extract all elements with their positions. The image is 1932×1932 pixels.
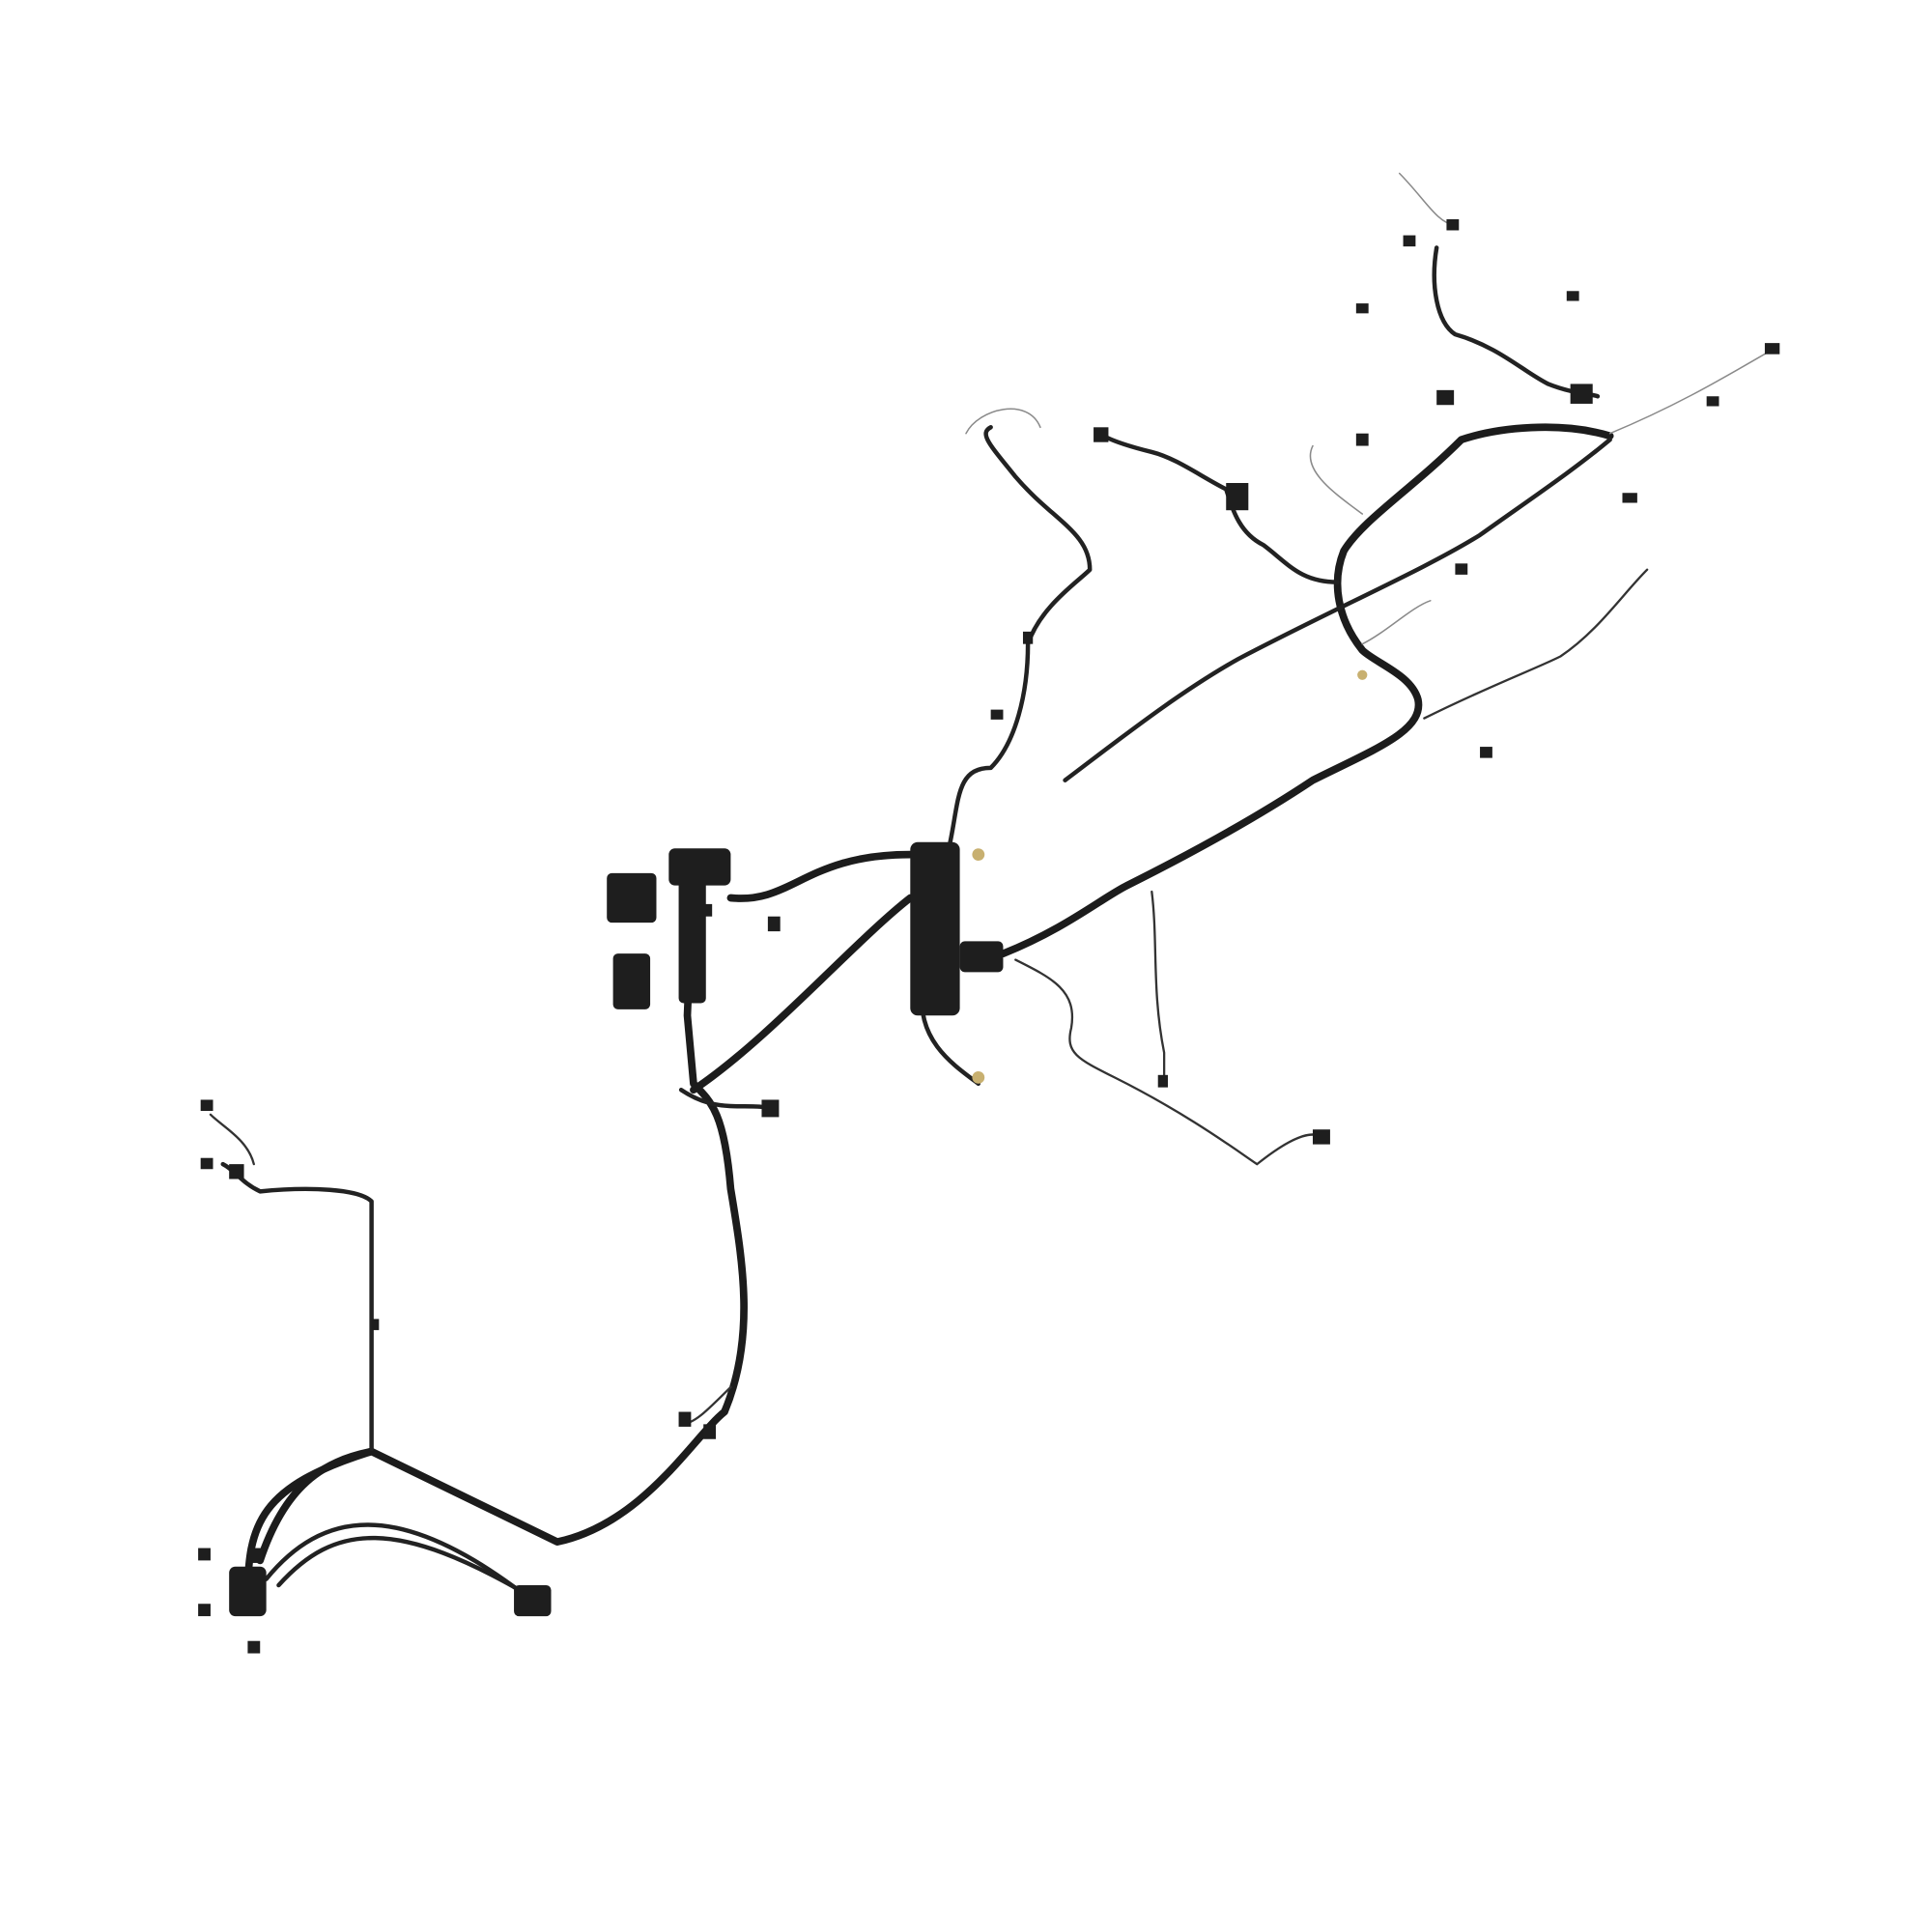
branches bbox=[209, 172, 1773, 1452]
connectors bbox=[198, 218, 1780, 1654]
junction-blocks bbox=[229, 841, 1004, 1617]
main-trunk bbox=[243, 423, 1614, 1602]
